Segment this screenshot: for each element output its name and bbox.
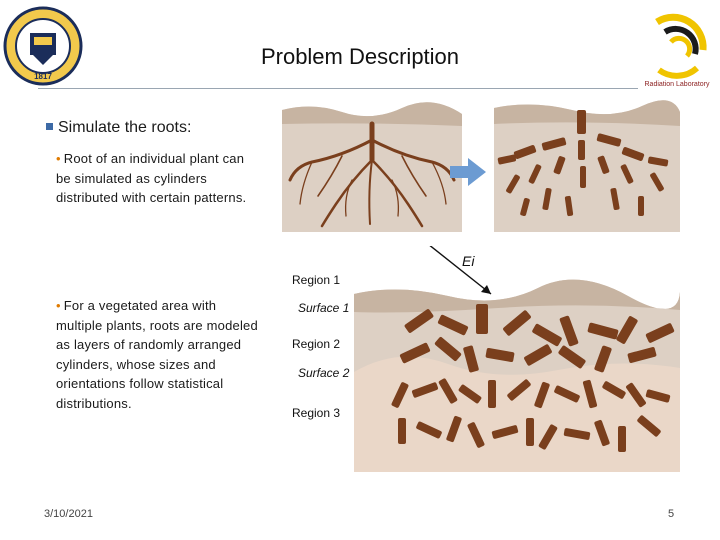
seal-year: 1817 xyxy=(34,72,52,81)
main-bullet-text: Simulate the roots: xyxy=(58,119,192,136)
sub-bullet-1: •Root of an individual plant can be simu… xyxy=(56,149,256,208)
main-bullet: Simulate the roots: xyxy=(46,119,191,137)
region-1-label: Region 1 xyxy=(292,273,340,287)
incident-wave-arrow xyxy=(429,246,492,295)
dot-bullet-icon: • xyxy=(56,151,61,166)
title-divider xyxy=(38,88,594,89)
surface-2-label: Surface 2 xyxy=(298,366,350,380)
ei-label: Ei xyxy=(462,253,475,269)
page-number: 5 xyxy=(668,508,675,520)
sub-bullet-2: •For a vegetated area with multiple plan… xyxy=(56,296,266,413)
cylinder-root-model xyxy=(494,100,680,232)
sub-bullet-2-text: For a vegetated area with multiple plant… xyxy=(56,298,258,411)
natural-root-image xyxy=(282,102,462,232)
root-model-figure xyxy=(282,100,680,232)
layered-root-figure: Ei Region 1 Surface 1 Region 2 Surface 2… xyxy=(292,246,680,472)
lab-name: Radiation Laboratory xyxy=(645,81,710,88)
surface-1-label: Surface 1 xyxy=(298,301,349,315)
sub-bullet-1-text: Root of an individual plant can be simul… xyxy=(56,151,247,205)
region-3-label: Region 3 xyxy=(292,406,340,420)
region-2-label: Region 2 xyxy=(292,337,340,351)
university-seal-icon: 1817 xyxy=(3,6,83,86)
radiation-lab-logo-icon: Radiation Laboratory xyxy=(645,13,710,88)
cylinders-layer-3 xyxy=(391,378,671,452)
page-title: Problem Description xyxy=(260,44,460,69)
square-bullet-icon xyxy=(46,123,53,130)
footer-date: 3/10/2021 xyxy=(44,508,93,520)
right-arrow-icon xyxy=(450,158,486,186)
title-divider-accent xyxy=(594,88,638,89)
top-soil-band xyxy=(354,279,680,313)
cylinders-layer-2 xyxy=(399,304,675,373)
dot-bullet-icon: • xyxy=(56,298,61,313)
